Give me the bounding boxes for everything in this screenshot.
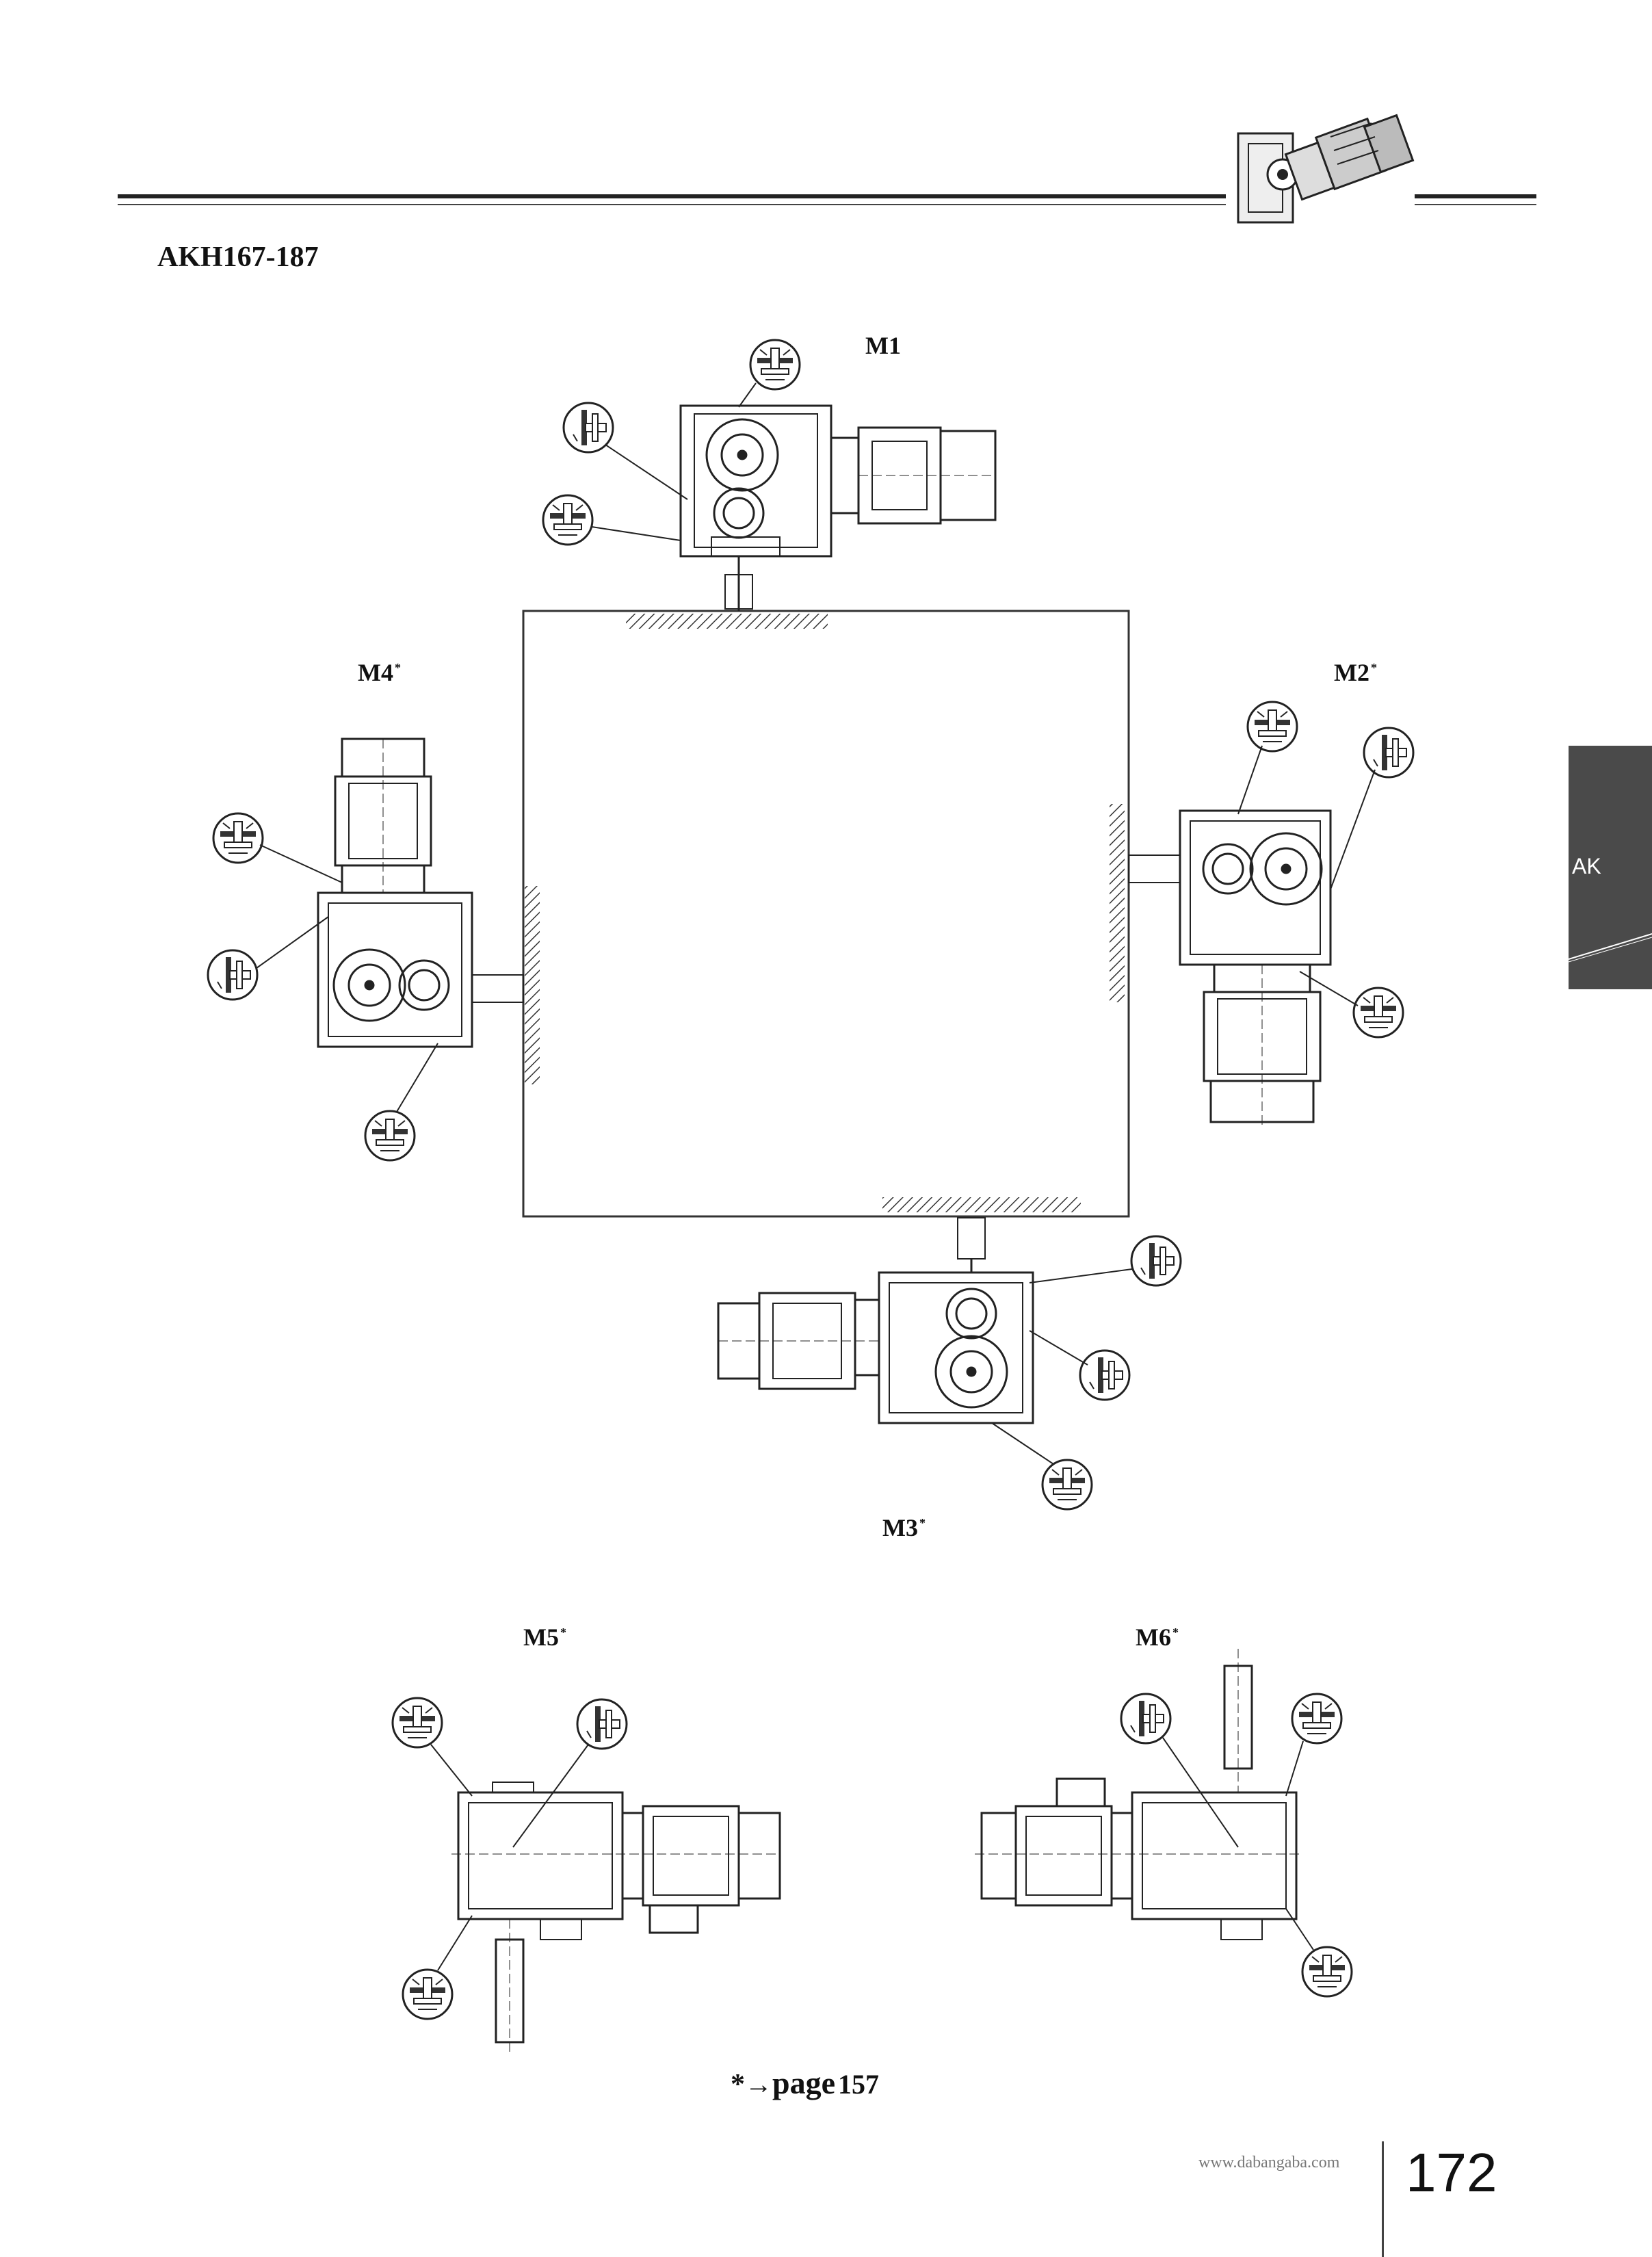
header-rule-right bbox=[1415, 194, 1536, 198]
footer-divider bbox=[1382, 2141, 1384, 2257]
header-rule-left-thin bbox=[118, 204, 1226, 205]
position-label-m2: M2* bbox=[1334, 659, 1377, 686]
position-label-m4: M4* bbox=[358, 659, 401, 686]
header-rule-left bbox=[118, 194, 1226, 198]
position-label-m6: M6* bbox=[1136, 1623, 1179, 1651]
page-number: 172 bbox=[1406, 2142, 1497, 2203]
position-label-m3: M3* bbox=[882, 1514, 926, 1541]
position-label-m1: M1 bbox=[865, 332, 901, 359]
section-tab-line bbox=[1569, 933, 1652, 963]
model-title: AKH167-187 bbox=[157, 242, 319, 273]
section-tab bbox=[1569, 746, 1652, 989]
section-tab-label: AK bbox=[1572, 854, 1601, 878]
page-reference-footnote: *→page 157 bbox=[731, 2065, 879, 2100]
position-label-m5: M5* bbox=[523, 1623, 566, 1651]
footer-website: www.dabangaba.com bbox=[1198, 2154, 1340, 2171]
header-rule-right-thin bbox=[1415, 204, 1536, 205]
gearmotor-header-illustration bbox=[1237, 114, 1415, 224]
